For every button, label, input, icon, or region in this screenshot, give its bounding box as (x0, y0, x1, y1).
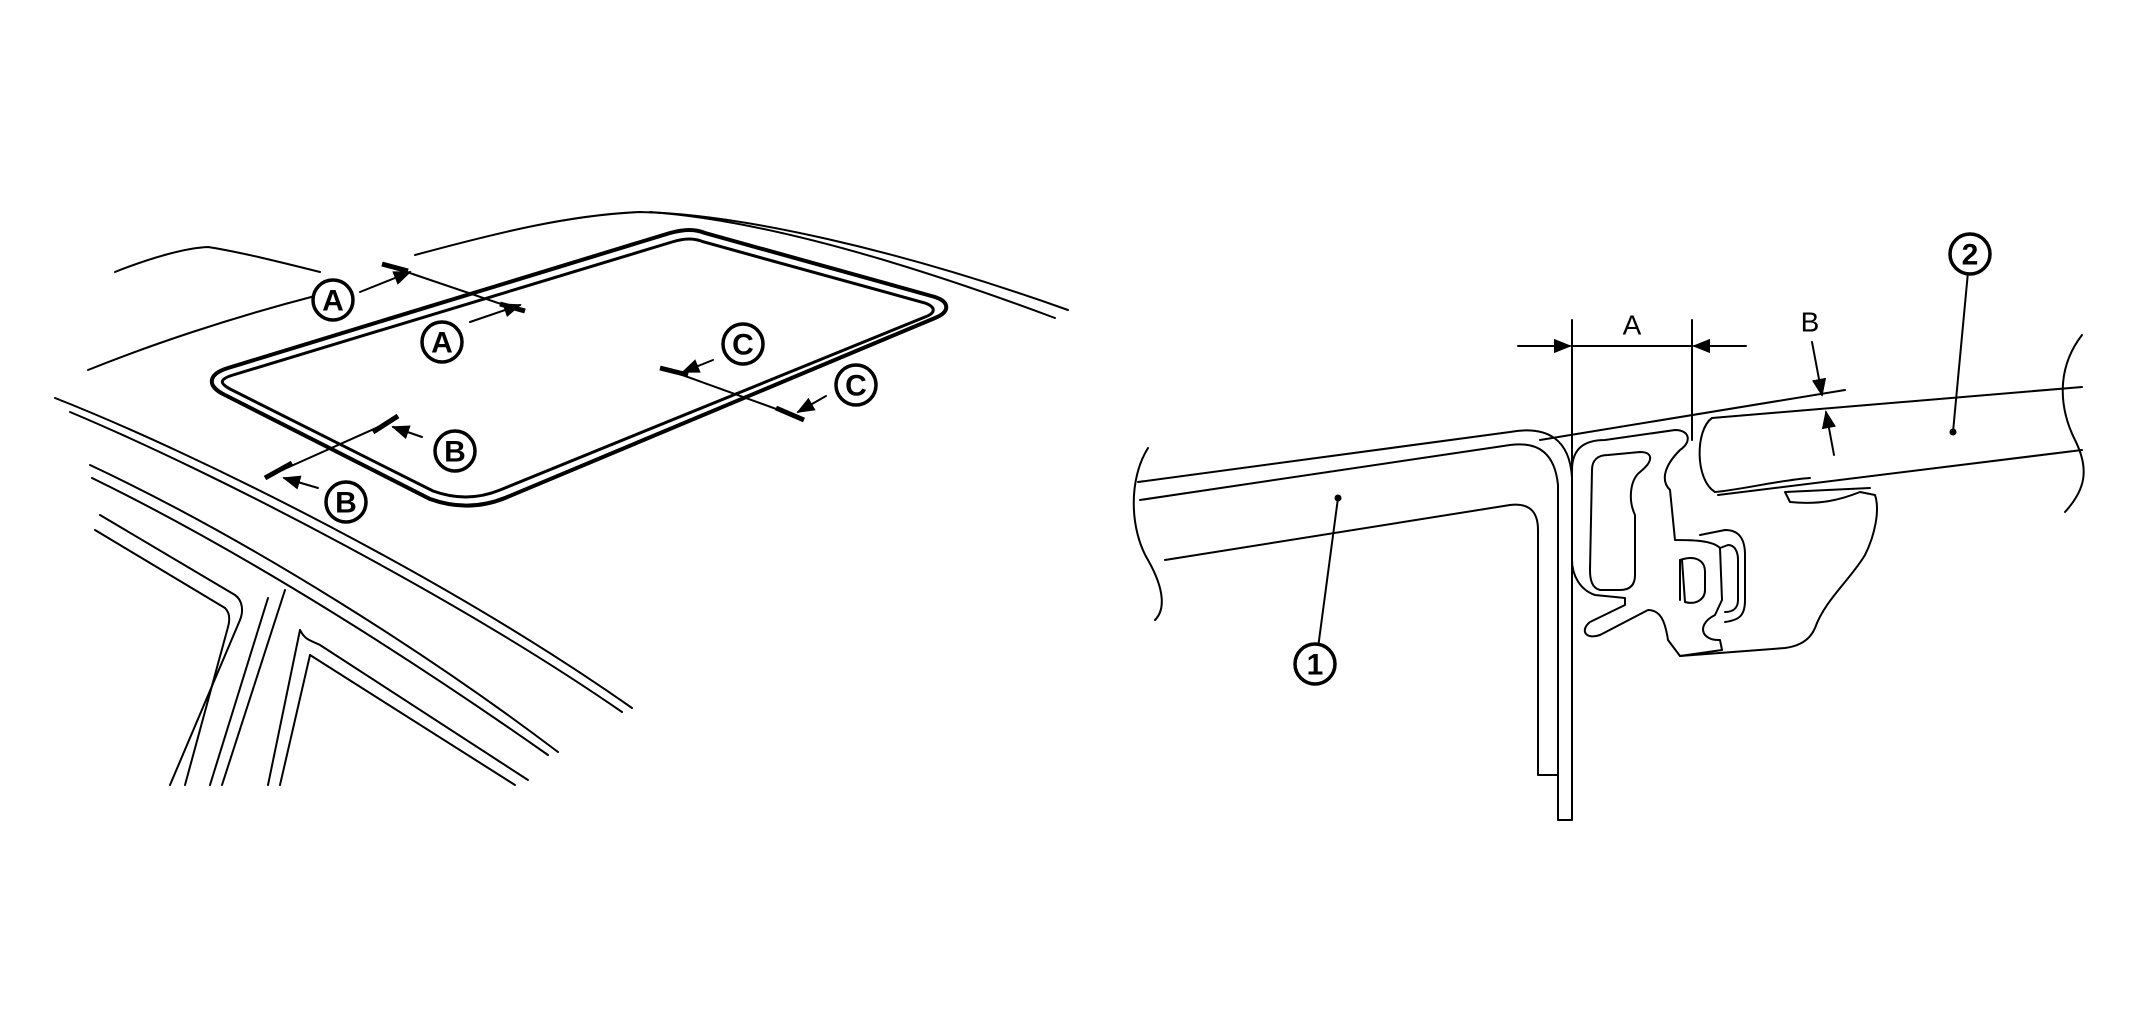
callout-2-sunroof-glass: 2 (1948, 232, 1992, 276)
callout-c-upper: C (721, 322, 765, 366)
callout-b-upper: B (433, 429, 477, 473)
svg-text:A: A (322, 285, 344, 318)
callout-b-lower: B (324, 480, 368, 524)
callout-c-lower: C (834, 363, 878, 407)
callout-1-roof-panel: 1 (1293, 642, 1337, 686)
svg-text:A: A (431, 327, 453, 360)
svg-text:B: B (444, 436, 466, 469)
dimension-a-label: A (1623, 310, 1642, 341)
svg-text:1: 1 (1307, 649, 1324, 682)
svg-text:B: B (335, 487, 357, 520)
dimension-b-label: B (1801, 307, 1820, 338)
svg-text:C: C (845, 370, 867, 403)
callout-a-upper: A (311, 278, 355, 322)
svg-text:C: C (732, 329, 754, 362)
cross-section-view: A B 1 2 (1132, 232, 2085, 821)
callout-a-lower: A (420, 320, 464, 364)
svg-text:2: 2 (1962, 239, 1979, 272)
roof-perspective-view: A A B B C C (54, 211, 1069, 786)
